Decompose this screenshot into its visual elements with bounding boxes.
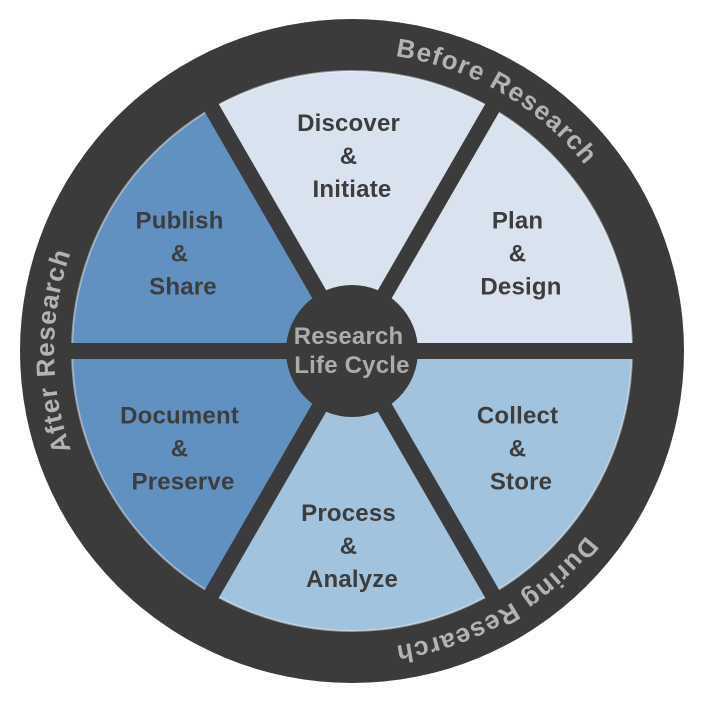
segments (71, 70, 632, 632)
label-line: Analyze (306, 566, 398, 593)
label-discover-initiate: Discover & Initiate (297, 110, 407, 203)
label-line: & (340, 143, 358, 170)
hub-title: Research Life Cycle (294, 323, 411, 379)
segment-process-analyze (212, 351, 492, 632)
segment-plan-design (352, 108, 632, 351)
label-line: Preserve (131, 469, 234, 496)
label-line: Plan (492, 208, 543, 235)
label-process-analyze: Process & Analyze (301, 500, 403, 593)
label-line: & (171, 241, 189, 268)
segment-labels: Discover & Initiate Plan & Design Collec… (120, 110, 565, 593)
hub-title-line2: Life Cycle (294, 352, 409, 379)
label-line: Publish (136, 208, 224, 235)
label-line: Discover (297, 110, 400, 137)
label-document-preserve: Document & Preserve (120, 403, 246, 496)
segment-document-preserve (71, 351, 352, 594)
label-line: Store (490, 469, 552, 496)
label-line: & (340, 533, 358, 560)
label-line: Document (120, 403, 239, 430)
label-line: Initiate (313, 176, 392, 203)
hub-title-line1: Research (294, 323, 404, 350)
label-line: Process (301, 500, 396, 527)
hub-circle (286, 285, 418, 417)
label-line: & (509, 436, 527, 463)
label-publish-share: Publish & Share (136, 208, 231, 301)
label-line: & (509, 241, 527, 268)
label-line: Collect (477, 403, 558, 430)
segment-publish-share (72, 108, 352, 351)
label-line: & (171, 436, 189, 463)
label-line: Share (149, 274, 217, 301)
label-collect-store: Collect & Store (477, 403, 565, 496)
label-plan-design: Plan & Design (480, 208, 561, 301)
label-line: Design (480, 274, 561, 301)
segment-collect-store (352, 351, 632, 594)
segment-discover-initiate (212, 70, 492, 351)
